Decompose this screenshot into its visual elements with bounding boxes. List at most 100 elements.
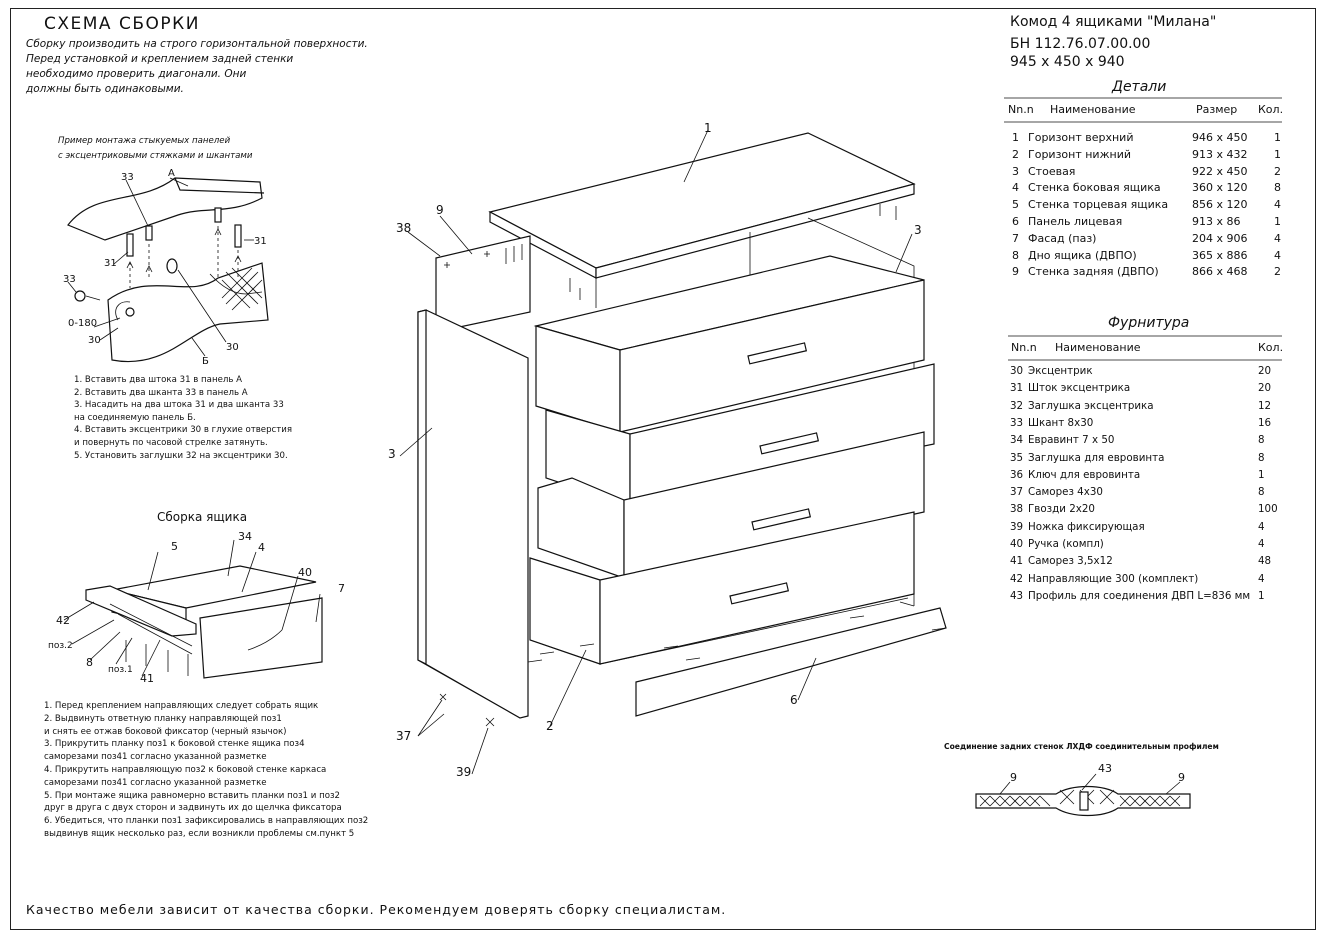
fittings-cell: 43 xyxy=(1010,589,1024,602)
fittings-cell: 42 xyxy=(1010,572,1024,585)
callout-3-left: 3 xyxy=(388,447,396,461)
product-dimensions: 945 x 450 x 940 xyxy=(1010,54,1125,70)
drawer-label-42: 42 xyxy=(56,614,70,627)
fittings-cell: 34 xyxy=(1010,434,1024,447)
profile-label-43: 43 xyxy=(1098,762,1112,775)
drawer-label-34: 34 xyxy=(238,530,252,543)
fittings-cell: 38 xyxy=(1010,503,1024,516)
fittings-cell: Эксцентрик xyxy=(1028,365,1093,377)
drawer-label-pos1: поз.1 xyxy=(108,665,133,675)
fittings-cell: 30 xyxy=(1010,365,1024,377)
fittings-cell: Саморез 3,5х12 xyxy=(1028,555,1113,568)
label-0-180: 0-180 xyxy=(68,318,97,329)
drawer-title: Сборка ящика xyxy=(157,510,248,524)
details-cell: Стенка торцевая ящика xyxy=(1028,198,1169,212)
fittings-header-num: Nn.n xyxy=(1011,341,1037,354)
fittings-cell: Шкант 8х30 xyxy=(1028,416,1094,429)
drawer-2 xyxy=(545,363,935,507)
drawer-label-8: 8 xyxy=(86,656,93,669)
table-rules xyxy=(1004,97,1282,361)
details-cell: 2 xyxy=(1274,164,1281,178)
joint-labels: 33 A 31 31 33 0-180 30 30 Б xyxy=(63,168,267,367)
callout-3-right: 3 xyxy=(914,223,922,237)
details-cell: 204 x 906 xyxy=(1192,231,1248,245)
details-cell: 2 xyxy=(1274,265,1281,279)
details-cell: 913 x 86 xyxy=(1192,215,1241,228)
drawer-labels: 5 34 4 40 7 42 поз.2 8 поз.1 41 xyxy=(48,530,345,685)
details-cell: 922 x 450 xyxy=(1192,164,1248,178)
details-cell: 856 x 120 xyxy=(1192,198,1248,212)
back-panel xyxy=(435,235,531,333)
hatch-pattern xyxy=(221,267,263,311)
fittings-cell: 41 xyxy=(1010,555,1024,568)
fittings-cell: Заглушка эксцентрика xyxy=(1028,399,1154,412)
drawer-step: 1. Перед креплением направляющих следует… xyxy=(44,701,319,711)
drawer-step: и снять ее отжав боковой фиксатор (черны… xyxy=(44,726,287,737)
callout-6: 6 xyxy=(790,693,798,707)
joint-title-2: с эксцентриковыми стяжками и шкантами xyxy=(58,151,253,161)
profile-joint-sketch xyxy=(975,773,1191,817)
intro-line-2: Перед установкой и креплением задней сте… xyxy=(26,53,294,65)
drawer-step: 4. Прикрутить направляющую поз2 к боково… xyxy=(44,765,327,775)
drawer-label-7: 7 xyxy=(338,582,345,595)
details-header-num: Nn.n xyxy=(1008,103,1034,116)
product-name: Комод 4 ящиками "Милана" xyxy=(1010,14,1217,30)
fittings-cell: 1 xyxy=(1258,589,1265,602)
fittings-cell: 48 xyxy=(1258,555,1272,568)
fittings-cell: 100 xyxy=(1258,503,1278,516)
callout-39: 39 xyxy=(456,765,471,779)
fittings-cell: 33 xyxy=(1010,416,1024,429)
drawer-step: 5. При монтаже ящика равномерно вставить… xyxy=(44,790,340,801)
details-cell: 4 xyxy=(1274,231,1281,245)
rod-31-right xyxy=(234,224,242,248)
drawer-3 xyxy=(537,431,925,579)
intro-line-4: должны быть одинаковыми. xyxy=(26,83,184,95)
details-cell: 913 x 432 xyxy=(1192,147,1248,161)
details-cell: 5 xyxy=(1012,198,1019,212)
fittings-cell: 40 xyxy=(1010,538,1024,550)
fittings-title: Фурнитура xyxy=(1108,315,1190,331)
fittings-cell: 20 xyxy=(1258,382,1272,395)
profile-label-9-right: 9 xyxy=(1178,771,1185,784)
joint-step: 4. Вставить эксцентрики 30 в глухие отве… xyxy=(74,425,293,436)
fittings-cell: 4 xyxy=(1258,520,1265,533)
fittings-cell: 8 xyxy=(1258,434,1265,447)
fittings-cell: Ручка (компл) xyxy=(1028,538,1104,550)
label-33-left: 33 xyxy=(63,274,76,285)
drawer-1 xyxy=(533,255,925,433)
callout-9: 9 xyxy=(436,203,444,217)
details-cell: Горизонт нижний xyxy=(1028,147,1131,161)
joint-step: 2. Вставить два шканта 33 в панель А xyxy=(74,387,248,398)
drawer-step: 3. Прикрутить планку поз1 к боковой стен… xyxy=(44,739,305,750)
fittings-cell: 31 xyxy=(1010,382,1024,395)
drawer-assembly-sketch xyxy=(63,539,323,679)
label-31-right: 31 xyxy=(254,236,267,247)
drawer-label-40: 40 xyxy=(298,566,312,579)
drawer-step: друг в друга с двух сторон и задвинуть и… xyxy=(44,803,342,814)
product-code: БН 112.76.07.00.00 xyxy=(1010,36,1151,52)
fittings-cell: 32 xyxy=(1010,399,1024,412)
left-side-panel xyxy=(417,309,529,719)
label-a: A xyxy=(168,168,175,179)
drawing-frame xyxy=(10,8,1316,930)
joint-title-1: Пример монтажа стыкуемых панелей xyxy=(58,136,231,146)
fittings-cell: 36 xyxy=(1010,468,1024,481)
drawer-step: саморезами поз41 согласно указанной разм… xyxy=(44,752,267,763)
details-title: Детали xyxy=(1112,79,1167,95)
details-cell: 1 xyxy=(1012,131,1019,144)
drawer-label-pos2: поз.2 xyxy=(48,641,73,651)
details-cell: 1 xyxy=(1274,215,1281,228)
fittings-cell: Ножка фиксирующая xyxy=(1028,520,1145,533)
rod-31-left xyxy=(126,233,134,257)
dowel-33-right xyxy=(214,207,222,223)
fittings-header-name: Наименование xyxy=(1055,341,1141,354)
details-header-name: Наименование xyxy=(1050,103,1136,116)
label-b: Б xyxy=(202,356,209,367)
callout-1: 1 xyxy=(704,121,712,135)
label-33-top: 33 xyxy=(121,172,134,183)
details-cell: 8 xyxy=(1274,181,1281,195)
joint-step: и повернуть по часовой стрелке затянуть. xyxy=(74,438,268,448)
profile-title: Соединение задних стенок ЛХДФ соединител… xyxy=(944,742,1219,751)
drawer-step: саморезами поз41 согласно указанной разм… xyxy=(44,777,267,788)
